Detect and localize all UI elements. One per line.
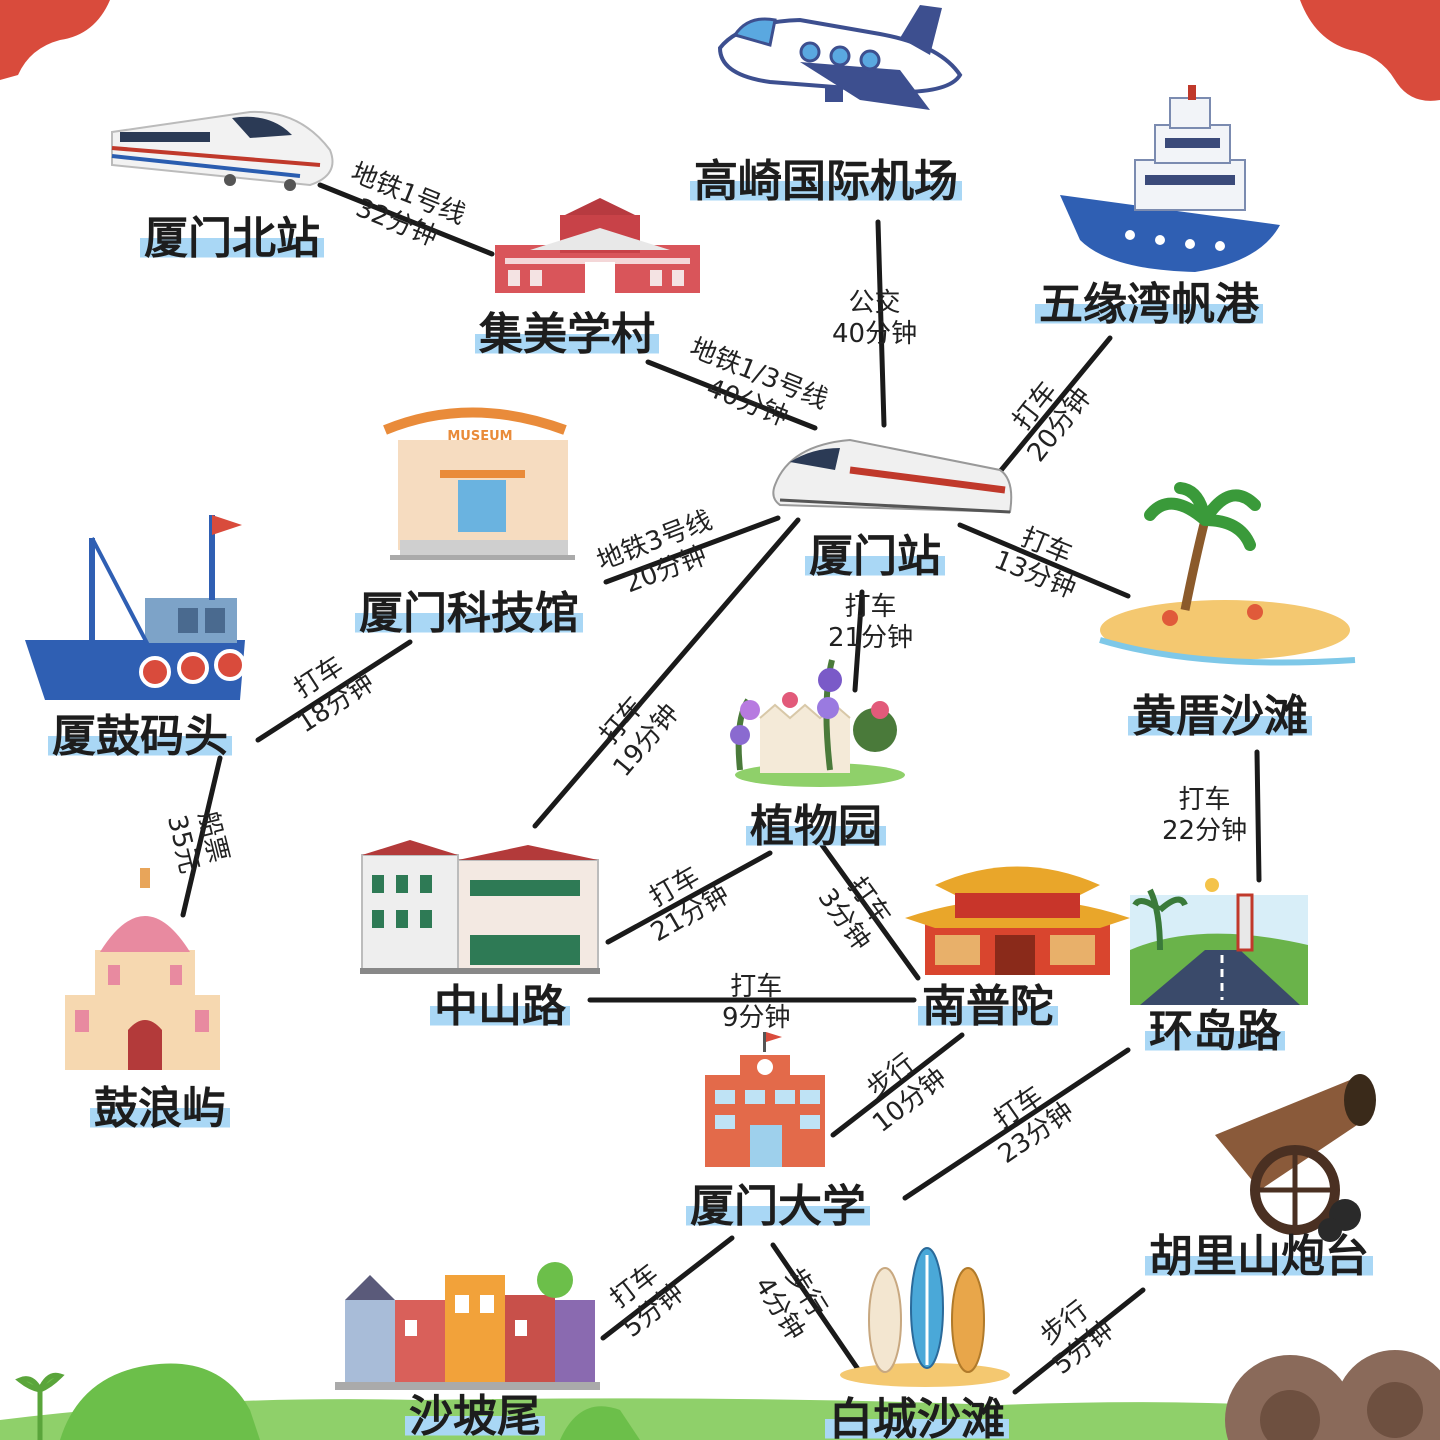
route-line-jimei-station [645,359,818,431]
route-line-pier-museum [255,639,413,743]
temple-icon [905,866,1130,975]
place-label-science-museum: 厦门科技馆 [355,592,583,636]
top-right-corner-decoration [1300,0,1440,101]
place-label-gulangyu: 鼓浪屿 [90,1087,230,1131]
route-time: 21分钟 [828,622,914,653]
place-label-jimei: 集美学村 [475,313,659,357]
route-time: 9分钟 [722,1002,791,1033]
surfboards-icon [840,1247,1010,1387]
route-line-wuyuan-station [990,335,1113,483]
route-label-airport-station: 公交 40分钟 [832,288,917,349]
station-train-icon [772,438,1013,514]
place-label-xiamen-station: 厦门站 [805,535,945,579]
route-line-station-zhongshan [532,517,801,829]
high-speed-train-icon [111,110,334,191]
route-label-zhongshan-nanputuo: 打车 9分钟 [722,972,791,1033]
bear-ears-decoration [1225,1350,1440,1440]
route-mode: 公交 [848,288,901,318]
route-line-pier-gulangyu [180,755,223,918]
route-line-airport-station [875,219,887,428]
route-line-station-huangcuo [957,522,1131,599]
place-label-xiagu-pier: 厦鼓码头 [48,715,232,759]
place-label-huangcuo-beach: 黄厝沙滩 [1128,695,1312,739]
university-building-icon [705,1032,825,1167]
palm-island-icon [1099,482,1356,666]
place-label-nanputuo: 南普陀 [918,985,1058,1029]
place-label-xiamen-north: 厦门北站 [140,217,324,261]
museum-sign: MUSEUM [447,429,512,444]
cannon-icon [1215,1074,1376,1242]
airplane-icon [717,5,963,110]
top-left-corner-decoration [0,0,110,80]
place-label-shapowei: 沙坡尾 [405,1395,545,1439]
route-time: 22分钟 [1162,815,1248,846]
place-label-baicheng-beach: 白城沙滩 [825,1398,1009,1440]
route-mode: 打车 [730,972,783,1002]
colorful-houses-icon [335,1262,600,1390]
route-time: 40分钟 [832,318,918,349]
place-label-botanical-garden: 植物园 [746,805,886,849]
route-mode: 打车 [1178,785,1231,815]
route-label-huangcuo-huandao: 打车 22分钟 [1162,785,1247,846]
domed-building-icon [65,868,220,1070]
route-mode: 打车 [844,592,897,622]
coastal-road-icon [1130,878,1308,1005]
route-line-museum-station [603,515,781,585]
place-label-huandao-road: 环岛路 [1145,1010,1285,1054]
arcade-building-icon [360,840,600,974]
place-label-hulishan-fort: 胡里山炮台 [1145,1235,1373,1279]
route-line-baicheng-hulishan [1012,1287,1146,1395]
route-line-xmu-baicheng [770,1242,865,1378]
route-line-zhongshan-botanical [605,850,773,945]
place-label-xiamen-university: 厦门大学 [686,1185,870,1229]
route-line-nanputuo-xmu [830,1032,965,1138]
route-line-north-jimei [317,182,495,257]
jimei-building-icon [495,198,700,293]
place-label-gaoqi-airport: 高崎国际机场 [690,160,962,204]
ground-decoration [0,1363,1440,1440]
route-label-station-botanical: 打车 21分钟 [828,592,913,653]
route-line-station-botanical [852,589,865,693]
route-line-xmu-shapowei [600,1235,735,1341]
place-label-zhongshan-road: 中山路 [430,985,570,1029]
route-line-huangcuo-huandao [1254,749,1262,883]
place-label-wuyuan-port: 五缘湾帆港 [1035,283,1263,327]
route-lines [180,182,1262,1395]
route-line-botanical-nanputuo [819,842,921,981]
garden-icon [730,659,905,787]
museum-icon: MUSEUM [383,407,575,560]
route-line-huandao-xmu [902,1047,1131,1201]
cruise-ship-icon [1060,85,1280,272]
fishing-boat-icon [25,515,246,700]
